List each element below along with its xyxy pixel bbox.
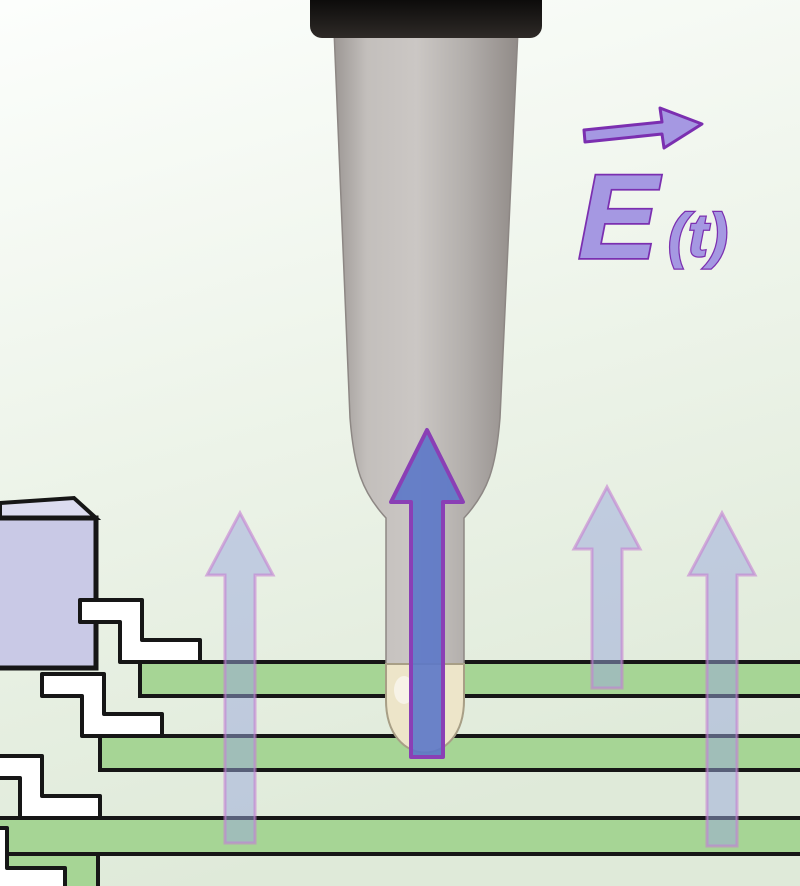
chip-lead-3 bbox=[0, 754, 102, 820]
pcb-trace-bottom bbox=[0, 816, 800, 856]
probe-signal-arrow bbox=[389, 428, 465, 759]
e-field-arrow-mid bbox=[571, 483, 643, 690]
chip-body bbox=[0, 515, 99, 671]
e-field-symbol: E bbox=[578, 150, 662, 284]
e-field-time-label: (t) bbox=[668, 202, 728, 269]
chip-lead-4 bbox=[0, 826, 67, 886]
chip-lead-1 bbox=[78, 598, 202, 664]
e-field-arrow-left bbox=[204, 509, 276, 845]
chip-lead-2 bbox=[40, 672, 164, 738]
probe-cap bbox=[310, 0, 542, 38]
e-field-arrow-right bbox=[686, 509, 758, 848]
vector-arrow-icon bbox=[582, 106, 704, 150]
